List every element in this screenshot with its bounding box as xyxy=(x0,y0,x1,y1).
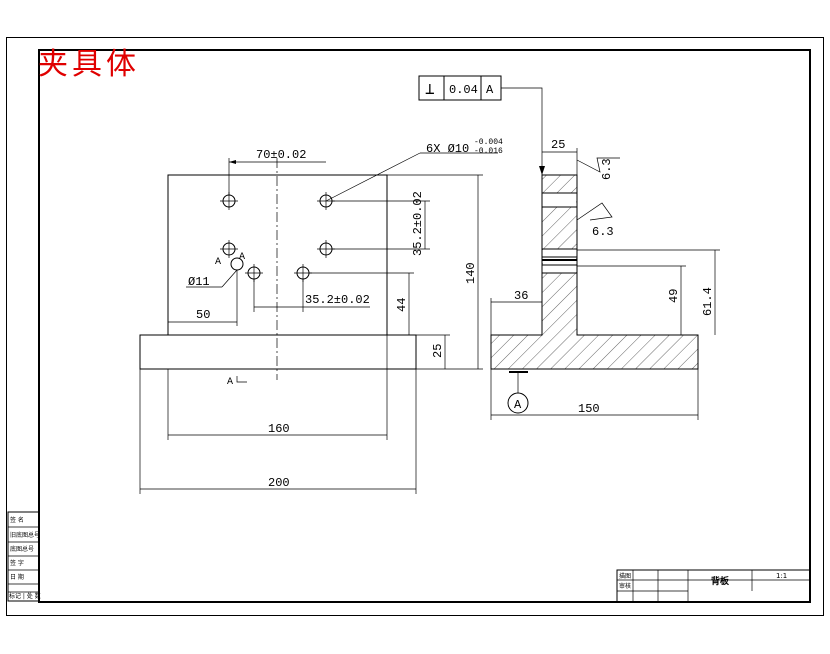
dim-base-height: 25 xyxy=(431,344,445,358)
section-label-a-bottom: A xyxy=(227,377,233,388)
side-view: ⊥ 0.04 A 25 6.3 6.3 36 49 61.4 A xyxy=(418,75,720,420)
tolerance-datum: A xyxy=(486,83,494,97)
roughness-top: 6.3 xyxy=(600,158,614,180)
dim-36: 36 xyxy=(514,289,528,303)
hole-group xyxy=(220,192,335,282)
stamp-row-3: 底图总号 xyxy=(10,545,34,553)
dim-150: 150 xyxy=(578,402,600,416)
tolerance-frame: ⊥ 0.04 A xyxy=(418,75,545,175)
dim-holes-tol-upper: -0.004 xyxy=(474,138,503,147)
drawing-title: 夹具体 xyxy=(38,47,140,82)
dim-height-140: 140 xyxy=(464,262,478,284)
stamp-row-6: 标记 | 处 数 xyxy=(9,592,41,600)
section-label-a-left: A xyxy=(215,257,221,268)
dim-height-44: 44 xyxy=(395,298,409,312)
datum-circle xyxy=(507,392,529,414)
perpendicularity-icon: ⊥ xyxy=(425,81,435,99)
dim-49: 49 xyxy=(667,289,681,303)
section-profile xyxy=(490,174,699,370)
stamp-row-1: 签 名 xyxy=(10,516,24,524)
front-view: 70±0.02 6X Ø10 -0.004 -0.016 35.2±0.02 3… xyxy=(139,138,503,494)
dim-thickness: 25 xyxy=(551,138,565,152)
title-block-row2: 审核 xyxy=(619,582,631,590)
scale-value: 1:1 xyxy=(776,572,787,580)
tolerance-value: 0.04 xyxy=(449,83,478,97)
roughness-side: 6.3 xyxy=(592,225,614,239)
outer-border xyxy=(6,37,824,616)
dim-hole-spacing-y: 35.2±0.02 xyxy=(411,191,425,256)
dim-plate-width: 160 xyxy=(268,422,290,436)
inner-border xyxy=(38,49,811,603)
dim-base-width: 200 xyxy=(268,476,290,490)
stamp-row-4: 签 字 xyxy=(10,559,24,567)
stamp-row-2: 旧底图总号 xyxy=(10,531,40,539)
dim-holes-callout: 6X Ø10 xyxy=(426,142,469,156)
dim-pin-diameter: Ø11 xyxy=(188,275,210,289)
part-name: 背板 xyxy=(711,575,730,587)
dim-left-offset: 50 xyxy=(196,308,210,322)
title-block: 描图 审核 背板 1:1 xyxy=(616,569,811,603)
dim-hole-spacing-bottom: 35.2±0.02 xyxy=(305,293,370,307)
title-block-row1: 描图 xyxy=(619,572,631,580)
roughness-symbol-side xyxy=(576,202,613,221)
dim-holes-tol-lower: -0.016 xyxy=(474,147,503,156)
section-label-a-right: A xyxy=(239,252,245,263)
revision-stamp-box: 签 名 旧底图总号 底图总号 签 字 日 期 标记 | 处 数 xyxy=(7,511,41,602)
roughness-symbol-top xyxy=(576,157,620,173)
dim-61-4: 61.4 xyxy=(701,287,715,316)
datum-label: A xyxy=(514,398,522,412)
dim-hole-spacing-x: 70±0.02 xyxy=(256,148,306,162)
stamp-row-5: 日 期 xyxy=(10,573,24,581)
base-plate xyxy=(139,334,417,370)
